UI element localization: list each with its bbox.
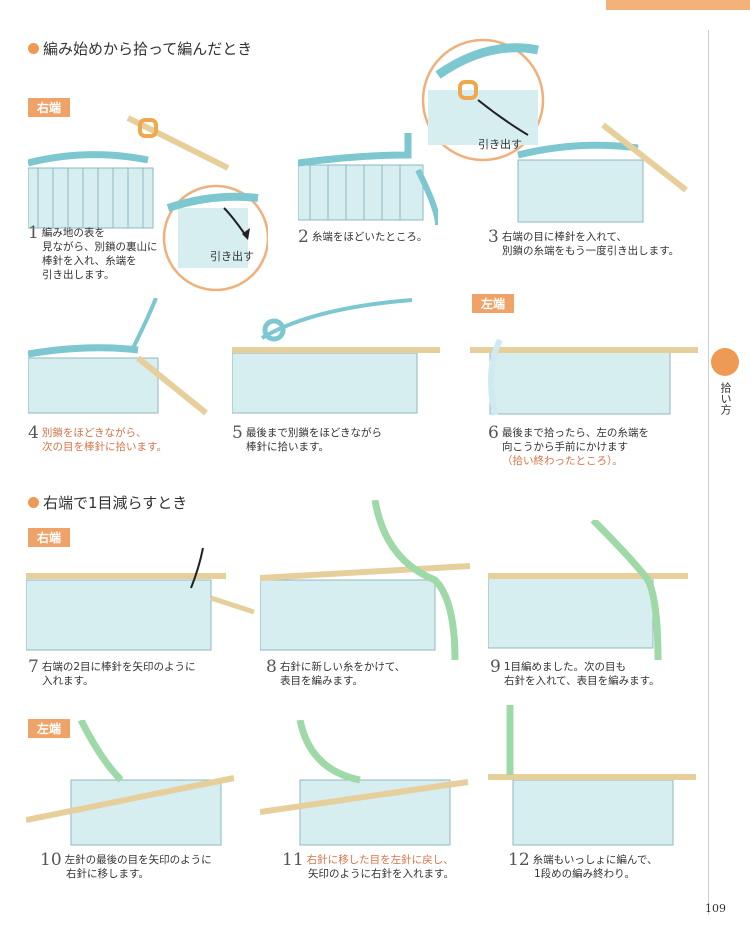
- section-heading-2: 右端で1目減らすとき: [28, 492, 187, 513]
- step-number: 1: [28, 223, 39, 243]
- caption-line: 右針に新しい糸をかけて、: [279, 661, 406, 673]
- caption-line: 向こうから手前にかけます: [502, 441, 628, 453]
- section-heading-text: 右端で1目減らすとき: [43, 494, 188, 512]
- illustration-step-3: 引き出す: [421, 38, 688, 223]
- page-number: 109: [705, 902, 726, 915]
- caption-line: 別鎖をほどきながら、: [41, 427, 147, 439]
- top-accent-bar: [606, 0, 750, 10]
- step-number: 9: [490, 657, 501, 677]
- step-number: 8: [266, 657, 277, 677]
- caption-line: 右針に移します。: [66, 868, 149, 880]
- caption-line: 棒針に拾います。: [246, 441, 329, 453]
- caption-line: 右端の目に棒針を入れて、: [501, 231, 627, 243]
- illustration-step-10: [26, 720, 235, 846]
- callout-pull-out: 引き出す: [210, 249, 254, 263]
- step-number: 4: [28, 423, 39, 443]
- caption-line: （拾い終わったところ）。: [502, 455, 623, 467]
- caption-line: 表目を編みます。: [280, 675, 363, 687]
- side-tab-dot: [711, 348, 739, 376]
- tag-right-edge: 右端: [28, 98, 71, 117]
- caption-line: 糸端もいっしょに編んで、: [532, 854, 658, 866]
- caption-line: 最後まで拾ったら、左の糸端を: [501, 427, 649, 439]
- caption-line: 編み地の表を: [41, 227, 105, 239]
- illustration-step-1: 引き出す: [28, 115, 268, 292]
- caption-line: 1目編めました。次の目も: [503, 661, 627, 673]
- illustration-step-9: [488, 520, 688, 660]
- section-heading-1: 編み始めから拾って編んだとき: [28, 38, 252, 59]
- illustration-step-12: [488, 705, 696, 846]
- step-number: 2: [298, 227, 309, 247]
- caption-line: 棒針を入れ、糸端を: [42, 255, 137, 267]
- step-number: 11: [282, 850, 304, 870]
- caption-line: 最後まで別鎖をほどきながら: [245, 427, 383, 439]
- tag-left-edge: 左端: [28, 719, 71, 738]
- caption-line: 1段めの編み終わり。: [534, 868, 635, 880]
- caption-line: 入れます。: [42, 675, 94, 687]
- caption-line: 見ながら、別鎖の裏山に: [42, 241, 158, 253]
- bullet-dot-icon: [28, 497, 39, 508]
- step-number: 5: [232, 423, 243, 443]
- step-number: 12: [508, 850, 530, 870]
- illustration-step-6: [470, 338, 698, 416]
- bullet-dot-icon: [28, 43, 39, 54]
- caption-line: 別鎖の糸端をもう一度引き出します。: [502, 245, 680, 257]
- caption-line: 右端の2目に棒針を矢印のように: [41, 661, 196, 673]
- caption-line: 右針を入れて、表目を編みます。: [504, 675, 660, 687]
- caption-line: 次の目を棒針に拾います。: [42, 441, 167, 453]
- caption-line: 左針の最後の目を矢印のように: [64, 854, 212, 866]
- step-number: 7: [28, 657, 39, 677]
- side-tab-label: 拾い方: [719, 382, 732, 415]
- illustration-step-2: [298, 133, 438, 225]
- caption-line: 引き出します。: [42, 269, 115, 281]
- step-number: 6: [488, 423, 499, 443]
- caption-line: 右針に移した目を左針に戻し、: [306, 854, 454, 866]
- illustration-step-11: [260, 720, 469, 846]
- illustration-step-4: [28, 298, 208, 416]
- step-number: 3: [488, 227, 499, 247]
- illustration-step-8: [260, 500, 471, 660]
- caption-line: 糸端をほどいたところ。: [311, 231, 428, 243]
- step-number: 10: [40, 850, 62, 870]
- section-heading-text: 編み始めから拾って編んだとき: [43, 40, 253, 58]
- illustration-step-5: [232, 298, 440, 414]
- tag-right-edge: 右端: [28, 528, 71, 547]
- tag-left-edge: 左端: [472, 294, 515, 313]
- callout-pull-out: 引き出す: [478, 137, 522, 151]
- illustration-step-7: [26, 547, 255, 651]
- caption-line: 矢印のように右針を入れます。: [308, 868, 454, 880]
- page-divider: [708, 30, 709, 915]
